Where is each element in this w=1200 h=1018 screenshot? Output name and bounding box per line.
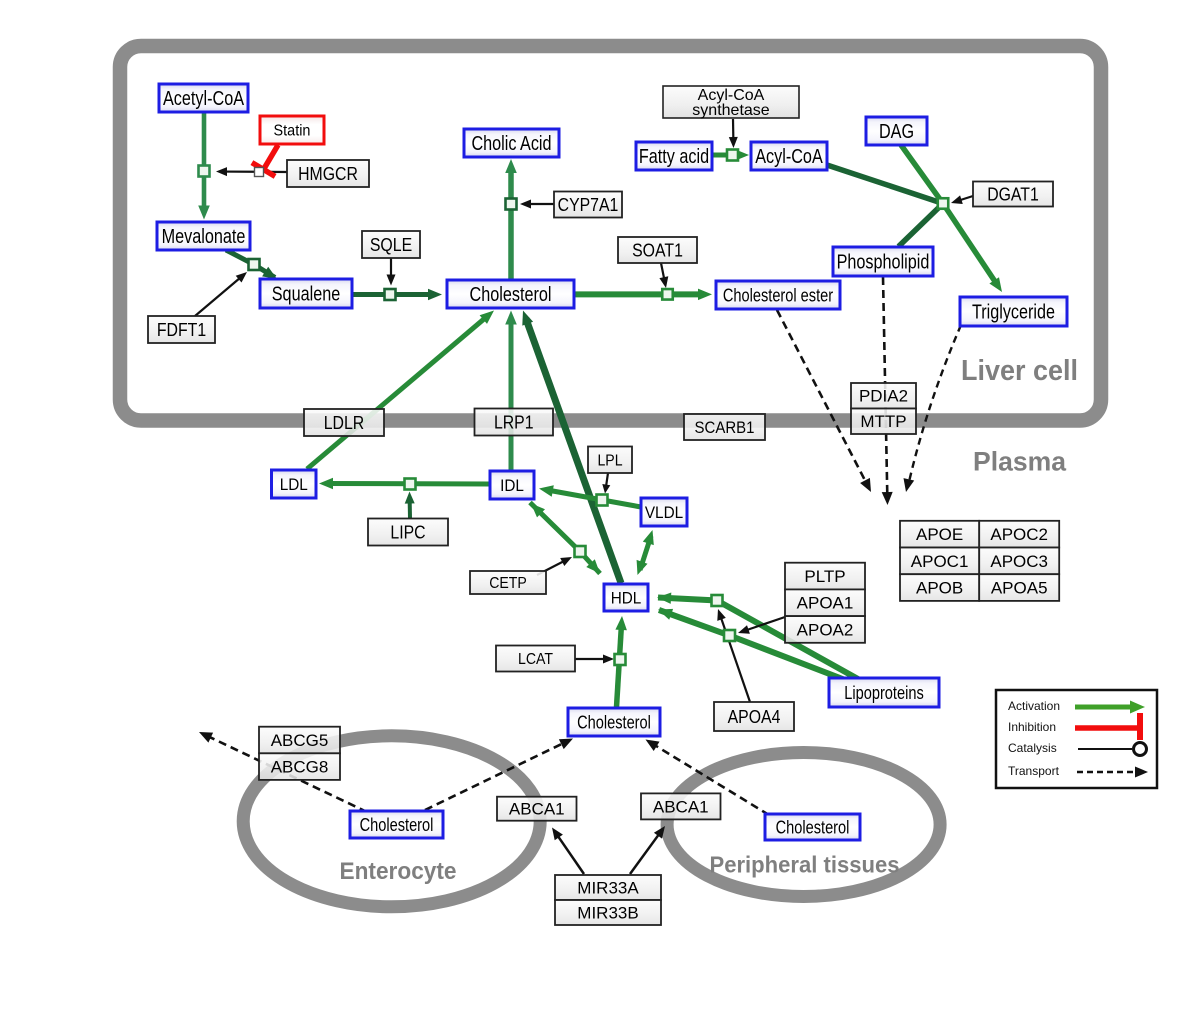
svg-text:MIR33B: MIR33B [577,903,638,922]
svg-text:Acetyl-CoA: Acetyl-CoA [163,88,245,110]
svg-text:APOA4: APOA4 [728,707,781,727]
svg-text:APOB: APOB [916,579,963,598]
svg-text:Enterocyte: Enterocyte [340,858,457,885]
svg-text:Inhibition: Inhibition [1008,720,1056,734]
svg-text:IDL: IDL [500,476,524,495]
svg-text:APOA2: APOA2 [797,620,854,639]
svg-text:APOC2: APOC2 [990,525,1048,544]
svg-text:MIR33A: MIR33A [577,878,639,897]
svg-text:APOE: APOE [916,525,963,544]
svg-text:Fatty acid: Fatty acid [639,146,709,168]
svg-text:Cholesterol ester: Cholesterol ester [723,285,833,305]
svg-text:synthetase: synthetase [692,102,769,119]
svg-text:ABCG5: ABCG5 [271,731,329,750]
svg-text:CETP: CETP [489,575,527,592]
svg-text:Triglyceride: Triglyceride [972,302,1055,324]
svg-text:Cholic Acid: Cholic Acid [471,133,551,155]
svg-text:Liver cell: Liver cell [961,355,1078,387]
svg-text:ABCA1: ABCA1 [653,797,709,816]
svg-text:CYP7A1: CYP7A1 [558,195,619,215]
svg-text:PLTP: PLTP [804,567,845,586]
svg-text:Lipoproteins: Lipoproteins [844,683,924,703]
svg-text:Cholesterol: Cholesterol [776,817,850,837]
svg-text:ABCG8: ABCG8 [271,758,329,777]
svg-text:Statin: Statin [274,123,311,140]
svg-text:Squalene: Squalene [272,284,341,306]
svg-text:Peripheral tissues: Peripheral tissues [710,852,900,878]
svg-text:Activation: Activation [1008,699,1060,713]
svg-text:Cholesterol: Cholesterol [360,815,434,835]
svg-text:MTTP: MTTP [860,412,906,431]
svg-text:APOC3: APOC3 [990,552,1048,571]
svg-text:Mevalonate: Mevalonate [162,226,246,248]
svg-text:LPL: LPL [597,452,622,469]
svg-text:LIPC: LIPC [390,522,425,542]
svg-text:APOA1: APOA1 [797,594,854,613]
svg-text:Transport: Transport [1008,764,1060,778]
svg-text:HDL: HDL [611,588,642,607]
svg-text:SOAT1: SOAT1 [632,240,683,260]
svg-text:SQLE: SQLE [370,235,412,255]
svg-text:LDLR: LDLR [324,413,365,433]
svg-text:FDFT1: FDFT1 [157,320,206,340]
svg-text:PDIA2: PDIA2 [859,387,908,406]
svg-text:Acyl-CoA: Acyl-CoA [755,146,823,168]
svg-text:DGAT1: DGAT1 [987,184,1039,204]
svg-text:LDL: LDL [280,475,308,494]
svg-text:LCAT: LCAT [518,651,553,668]
svg-text:VLDL: VLDL [645,503,683,522]
svg-text:APOA5: APOA5 [991,579,1048,598]
svg-text:Phospholipid: Phospholipid [837,252,930,274]
svg-text:Cholesterol: Cholesterol [577,712,651,732]
svg-text:ABCA1: ABCA1 [509,800,565,819]
svg-text:SCARB1: SCARB1 [695,418,755,437]
svg-text:Catalysis: Catalysis [1008,741,1057,755]
svg-text:APOC1: APOC1 [911,552,969,571]
svg-text:Plasma: Plasma [973,447,1067,477]
svg-text:HMGCR: HMGCR [298,164,358,184]
svg-text:DAG: DAG [879,121,914,143]
svg-text:LRP1: LRP1 [494,412,534,432]
svg-text:Cholesterol: Cholesterol [470,284,552,306]
